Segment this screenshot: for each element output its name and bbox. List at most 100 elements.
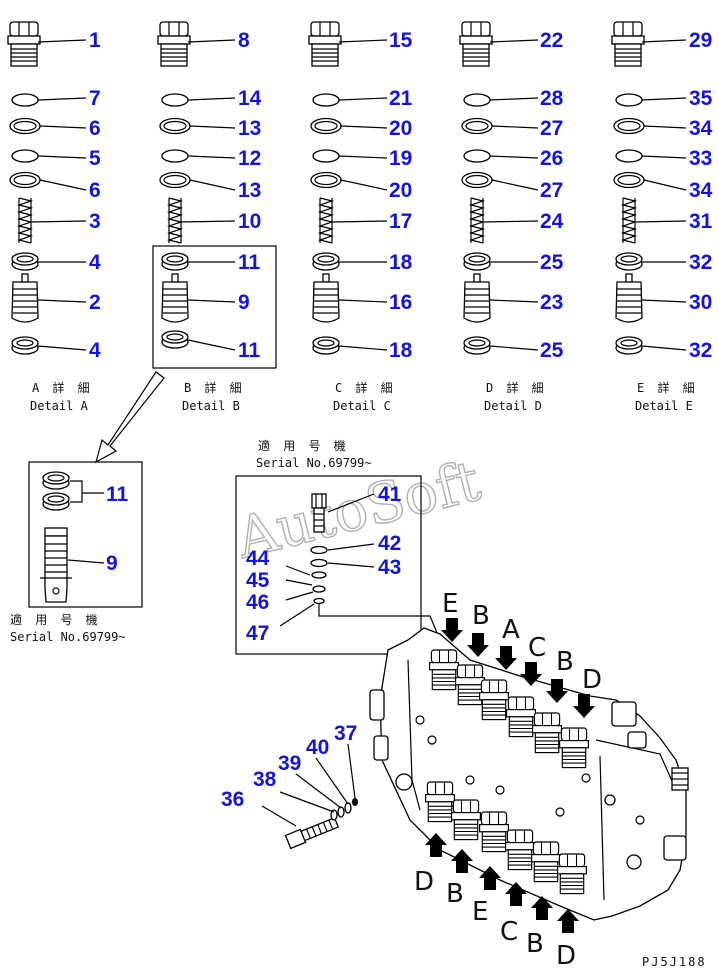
callout-32: 32 [689,251,712,274]
control-valve-body [369,627,689,921]
callout-13: 13 [238,117,261,140]
callout-6: 6 [89,117,101,140]
callout-1: 1 [89,29,101,52]
bottom-direction-arrows: D B E C B D [414,833,579,971]
callout-11: 11 [238,251,261,274]
inset-valve-serial: 適 用 号 機 Serial No.69799~ 41 42 43 44 45 … [235,438,441,655]
detail-b-column: 8 14 13 12 13 10 11 9 11 B 詳 細 Detail B [152,21,277,413]
inset-b-callout-9: 9 [106,552,118,575]
callout-35: 35 [689,87,713,110]
callout-23: 23 [540,291,563,314]
callout-22: 22 [540,29,563,52]
callout-27b: 27 [540,179,563,202]
callout-14: 14 [238,87,262,110]
caption-detail-b-jp: B 詳 細 [184,380,245,395]
detail-c-column: 15 21 20 19 20 17 18 16 18 C 詳 細 Detail … [308,21,413,413]
bottom-arrow-label-e: E [472,897,488,927]
callout-30: 30 [689,291,712,314]
inset-b-serial: 11 9 適 用 号 機 Serial No.69799~ [10,461,143,644]
bottom-arrow-label-b2: B [526,929,544,959]
inset-valve-callout-43: 43 [378,556,401,579]
top-arrow-label-e: E [442,589,458,619]
callout-5: 5 [89,147,101,170]
inset-valve-callout-47: 47 [246,622,269,645]
top-arrow-label-a: A [502,615,520,645]
detail-b-pointer-arrow [95,371,165,464]
inset-valve-serial-en: Serial No.69799~ [256,456,372,470]
detail-d-column: 22 28 27 26 27 24 25 23 25 D 詳 細 Detail … [459,21,564,413]
callout-31: 31 [689,210,713,233]
drawing-code: PJ5J188 [642,955,707,969]
callout-7: 7 [89,87,101,110]
inset-valve-callout-42: 42 [378,532,401,555]
top-arrow-label-b: B [472,601,490,631]
inset-valve-callout-44: 44 [246,547,270,570]
callout-8: 8 [238,29,250,52]
top-arrow-label-b2: B [556,647,574,677]
bottom-arrow-label-d: D [414,867,434,897]
callout-9: 9 [238,291,250,314]
callout-29: 29 [689,29,712,52]
top-arrow-label-d: D [582,665,602,695]
caption-detail-d-en: Detail D [484,399,542,413]
callout-25: 25 [540,251,564,274]
callout-39: 39 [278,752,301,775]
inset-b-serial-jp: 適 用 号 機 [10,612,101,627]
inset-valve-callout-46: 46 [246,591,269,614]
callout-17: 17 [389,210,412,233]
callout-19: 19 [389,147,412,170]
caption-detail-c-en: Detail C [333,399,391,413]
callout-27: 27 [540,117,563,140]
top-arrow-label-c: C [528,633,546,663]
caption-detail-a-jp: A 詳 細 [32,380,93,395]
callout-34: 34 [689,117,713,140]
callout-38: 38 [253,768,277,791]
callout-6b: 6 [89,179,101,202]
inset-valve-callout-45: 45 [246,569,270,592]
bottom-arrow-label-b: B [446,879,464,909]
inset-b-serial-en: Serial No.69799~ [10,630,126,644]
inset-valve-leader [318,604,441,641]
callout-12: 12 [238,147,261,170]
caption-detail-c-jp: C 詳 細 [335,380,396,395]
callout-4: 4 [89,251,101,274]
bottom-arrow-label-d2: D [556,941,576,971]
inset-b-callout-11: 11 [106,483,129,506]
callout-18b: 18 [389,339,413,362]
callout-10: 10 [238,210,261,233]
inset-valve-callout-41: 41 [378,483,402,506]
caption-detail-a-en: Detail A [30,399,89,413]
plug-assembly: 36 38 39 40 37 [221,722,358,850]
bottom-arrow-label-c: C [500,917,518,947]
caption-detail-d-jp: D 詳 細 [486,380,547,395]
callout-21: 21 [389,87,413,110]
caption-detail-b-en: Detail B [182,399,240,413]
caption-detail-e-jp: E 詳 細 [637,380,698,395]
callout-28: 28 [540,87,564,110]
callout-20b: 20 [389,179,412,202]
callout-37: 37 [334,722,357,745]
callout-33: 33 [689,147,712,170]
callout-11b: 11 [238,339,261,362]
top-direction-arrows: E B A C B D [441,589,602,718]
callout-18: 18 [389,251,413,274]
callout-26: 26 [540,147,563,170]
callout-2: 2 [89,291,101,314]
callout-34b: 34 [689,179,713,202]
callout-4b: 4 [89,339,101,362]
callout-15: 15 [389,29,413,52]
inset-valve-serial-jp: 適 用 号 機 [258,438,349,453]
detail-e-column: 29 35 34 33 34 31 32 30 32 E 詳 細 Detail … [611,21,713,413]
callout-40: 40 [306,736,329,759]
callout-25b: 25 [540,339,564,362]
callout-13b: 13 [238,179,261,202]
detail-b-box [152,245,277,369]
callout-16: 16 [389,291,412,314]
callout-32b: 32 [689,339,712,362]
detail-a-column: 1 7 6 5 6 3 4 2 4 A 詳 細 Detail A [7,21,101,413]
callout-36: 36 [221,788,244,811]
callout-3: 3 [89,210,101,233]
caption-detail-e-en: Detail E [635,399,693,413]
callout-20: 20 [389,117,412,140]
